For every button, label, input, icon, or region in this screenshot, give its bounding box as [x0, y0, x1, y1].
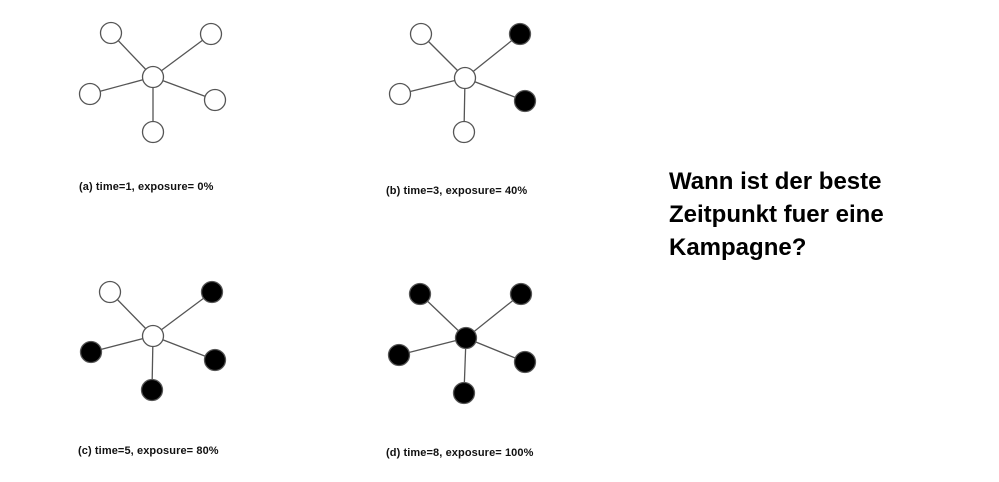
network-graph-b — [388, 22, 537, 144]
node-left — [388, 82, 412, 106]
node-top-left — [99, 21, 123, 45]
node-bottom — [452, 120, 476, 144]
network-graph-a — [78, 21, 227, 144]
node-center — [453, 66, 477, 90]
edge-left — [398, 337, 467, 356]
node-left — [78, 82, 102, 106]
question-line-3: Kampagne? — [669, 234, 807, 261]
node-center — [141, 324, 165, 348]
node-bottom — [140, 378, 164, 402]
network-graph-d — [387, 282, 537, 405]
node-right — [513, 350, 537, 374]
caption-c: (c) time=5, exposure= 80% — [78, 445, 219, 457]
edge-top-right — [464, 33, 521, 79]
caption-b: (b) time=3, exposure= 40% — [386, 185, 528, 197]
node-top-left — [408, 282, 432, 306]
network-diagram-d: (d) time=8, exposure= 100% — [310, 250, 610, 480]
network-diagram-c: (c) time=5, exposure= 80% — [0, 250, 300, 480]
edge-left — [399, 77, 466, 95]
node-left — [387, 343, 411, 367]
node-bottom — [141, 120, 165, 144]
node-left — [79, 340, 103, 364]
node-top-left — [98, 280, 122, 304]
node-center — [141, 65, 165, 89]
node-right — [203, 88, 227, 112]
node-top-right — [199, 22, 223, 46]
network-diagram-a: (a) time=1, exposure= 0% — [0, 0, 300, 230]
caption-a: (a) time=1, exposure= 0% — [79, 181, 214, 193]
node-top-right — [508, 22, 532, 46]
node-right — [203, 348, 227, 372]
node-center — [454, 326, 478, 350]
edge-top-right — [465, 293, 522, 339]
edge-top-right — [152, 33, 212, 78]
caption-d: (d) time=8, exposure= 100% — [386, 447, 534, 459]
network-diagram-b: (b) time=3, exposure= 40% — [310, 0, 610, 230]
edge-top-right — [152, 291, 213, 337]
node-top-left — [409, 22, 433, 46]
node-bottom — [452, 381, 476, 405]
question-text: Wann ist der beste Zeitpunkt fuer eine K… — [669, 165, 969, 264]
question-line-2: Zeitpunkt fuer eine — [669, 201, 884, 228]
node-top-right — [200, 280, 224, 304]
node-top-right — [509, 282, 533, 306]
node-right — [513, 89, 537, 113]
network-graph-c — [79, 280, 227, 402]
question-line-1: Wann ist der beste — [669, 168, 882, 195]
